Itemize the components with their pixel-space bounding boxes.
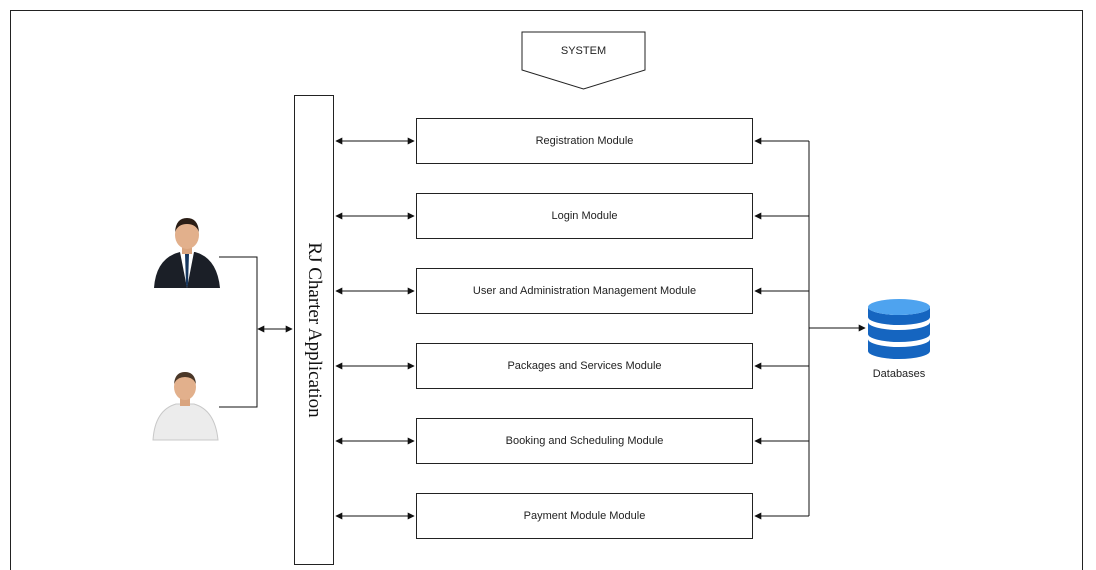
database-icon	[868, 299, 930, 359]
user-admin-management-module: User and Administration Management Modul…	[416, 268, 753, 314]
system-shape	[521, 31, 646, 90]
booking-scheduling-module: Booking and Scheduling Module	[416, 418, 753, 464]
system-label: SYSTEM	[560, 45, 607, 57]
database-label: Databases	[872, 368, 926, 380]
login-module: Login Module	[416, 193, 753, 239]
database-bus	[754, 137, 866, 520]
businessman-user-icon	[154, 218, 220, 288]
app-module-arrows	[335, 137, 415, 520]
packages-services-module: Packages and Services Module	[416, 343, 753, 389]
application-box	[294, 95, 334, 565]
payment-module: Payment Module Module	[416, 493, 753, 539]
registration-module: Registration Module	[416, 118, 753, 164]
application-label: RJ Charter Application	[304, 242, 325, 418]
diagram-frame	[10, 10, 1083, 570]
casual-user-icon	[152, 372, 219, 441]
actor-connector	[219, 256, 293, 408]
